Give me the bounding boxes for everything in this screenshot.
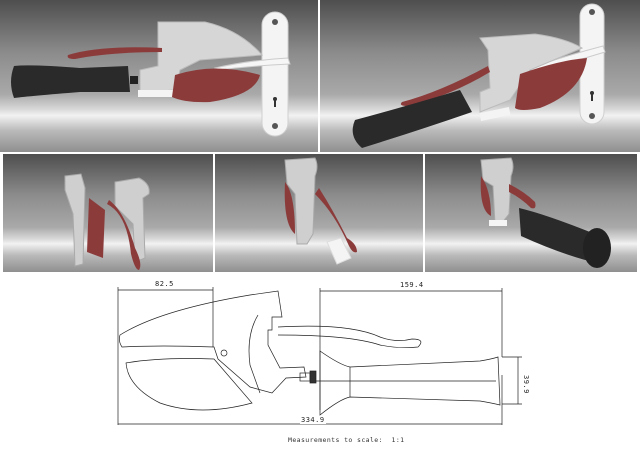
assembly-slider-image (284, 157, 357, 265)
render-exploded-parts (3, 154, 213, 272)
assembly-grip-image (480, 157, 611, 268)
dimension-overall-length: 334.9 (300, 416, 326, 424)
render-angled-view (320, 0, 640, 152)
tool-on-door-handle-image (11, 11, 291, 137)
dimension-jaw-length: 82.5 (155, 280, 174, 288)
exploded-parts-image (64, 173, 150, 270)
render-assembly-slider (215, 154, 423, 272)
render-side-view (0, 0, 318, 152)
render-assembly-grip (425, 154, 637, 272)
dimension-grip-diameter: 39.9 (522, 375, 530, 394)
tool-angled-image (352, 3, 606, 148)
technical-drawing: 82.5 159.4 334.9 39.9 (100, 275, 540, 425)
dimension-drawing-svg (117, 287, 522, 425)
dimension-grip-length: 159.4 (400, 281, 424, 289)
scale-caption: Measurements to scale: 1:1 (288, 436, 405, 444)
